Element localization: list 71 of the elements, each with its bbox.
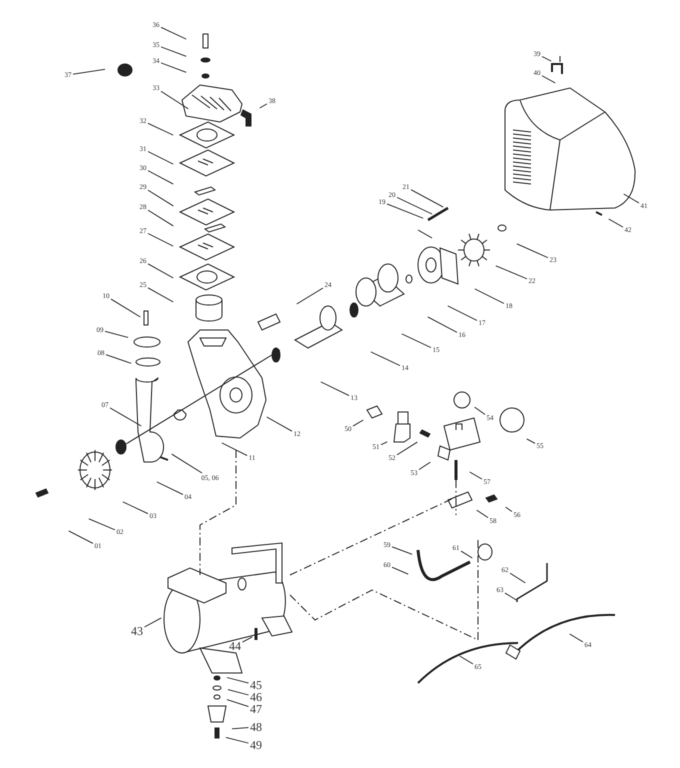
leader-line bbox=[474, 406, 486, 415]
leader-line bbox=[148, 287, 174, 302]
leader-line bbox=[226, 677, 249, 684]
leader-line bbox=[410, 189, 444, 208]
leader-line bbox=[88, 518, 116, 530]
leader-line bbox=[68, 530, 94, 544]
leader-line bbox=[226, 737, 249, 744]
leader-line bbox=[542, 56, 552, 62]
leader-line bbox=[221, 442, 248, 456]
leader-line bbox=[608, 218, 624, 228]
leader-line bbox=[401, 333, 432, 348]
leader-line bbox=[171, 454, 202, 474]
leader-line bbox=[476, 510, 488, 518]
leader-line bbox=[148, 263, 174, 278]
leader-line bbox=[320, 381, 350, 396]
callout-number: 49 bbox=[250, 739, 262, 751]
callout-number: 45 bbox=[250, 679, 262, 691]
leader-line bbox=[396, 442, 418, 456]
leader-line bbox=[106, 354, 132, 364]
leader-line bbox=[156, 481, 184, 496]
leader-line bbox=[144, 618, 162, 628]
leader-line bbox=[296, 288, 324, 304]
callout-number: 43 bbox=[131, 625, 143, 637]
leader-line bbox=[396, 196, 433, 215]
leader-line bbox=[122, 501, 148, 514]
callout-number: 47 bbox=[250, 703, 262, 715]
leader-line bbox=[148, 170, 174, 184]
leader-line bbox=[386, 204, 424, 219]
leader-line bbox=[266, 416, 292, 432]
leader-line bbox=[370, 351, 400, 366]
leader-line bbox=[380, 441, 388, 446]
leader-line bbox=[516, 243, 548, 258]
leader-line bbox=[110, 298, 141, 318]
leader-line bbox=[148, 122, 174, 136]
callout-number: 44 bbox=[229, 640, 241, 652]
leader-line bbox=[226, 699, 249, 708]
leader-line bbox=[160, 26, 187, 40]
leader-line bbox=[510, 572, 526, 584]
leader-line bbox=[495, 265, 528, 280]
leader-line bbox=[148, 233, 174, 247]
leader-line bbox=[148, 190, 174, 206]
leader-line bbox=[160, 62, 187, 73]
leader-line bbox=[148, 210, 174, 226]
leader-line bbox=[504, 592, 517, 600]
leader-line bbox=[352, 420, 364, 426]
leader-line bbox=[418, 462, 431, 470]
leader-line bbox=[392, 566, 409, 575]
leader-line bbox=[623, 194, 640, 204]
leader-line bbox=[160, 46, 187, 57]
leader-line bbox=[460, 550, 473, 558]
leader-line bbox=[569, 634, 584, 642]
leader-line bbox=[259, 103, 268, 108]
leader-line bbox=[148, 151, 174, 165]
leader-line bbox=[447, 305, 478, 321]
leader-line bbox=[526, 438, 536, 444]
leader-line bbox=[542, 75, 556, 84]
leader-line bbox=[392, 546, 413, 555]
leader-line bbox=[160, 90, 189, 110]
leader-line bbox=[427, 316, 458, 333]
leader-line bbox=[474, 288, 504, 304]
callout-number: 48 bbox=[250, 721, 262, 733]
leader-line bbox=[232, 727, 249, 730]
callout-number: 46 bbox=[250, 691, 262, 703]
leader-line bbox=[72, 68, 106, 75]
leader-line bbox=[227, 689, 249, 696]
leader-line bbox=[469, 472, 482, 480]
leader-line bbox=[242, 636, 253, 642]
leader-line bbox=[110, 407, 142, 426]
leader-line bbox=[505, 506, 512, 512]
leader-line bbox=[104, 330, 129, 338]
leader-line bbox=[459, 656, 474, 664]
